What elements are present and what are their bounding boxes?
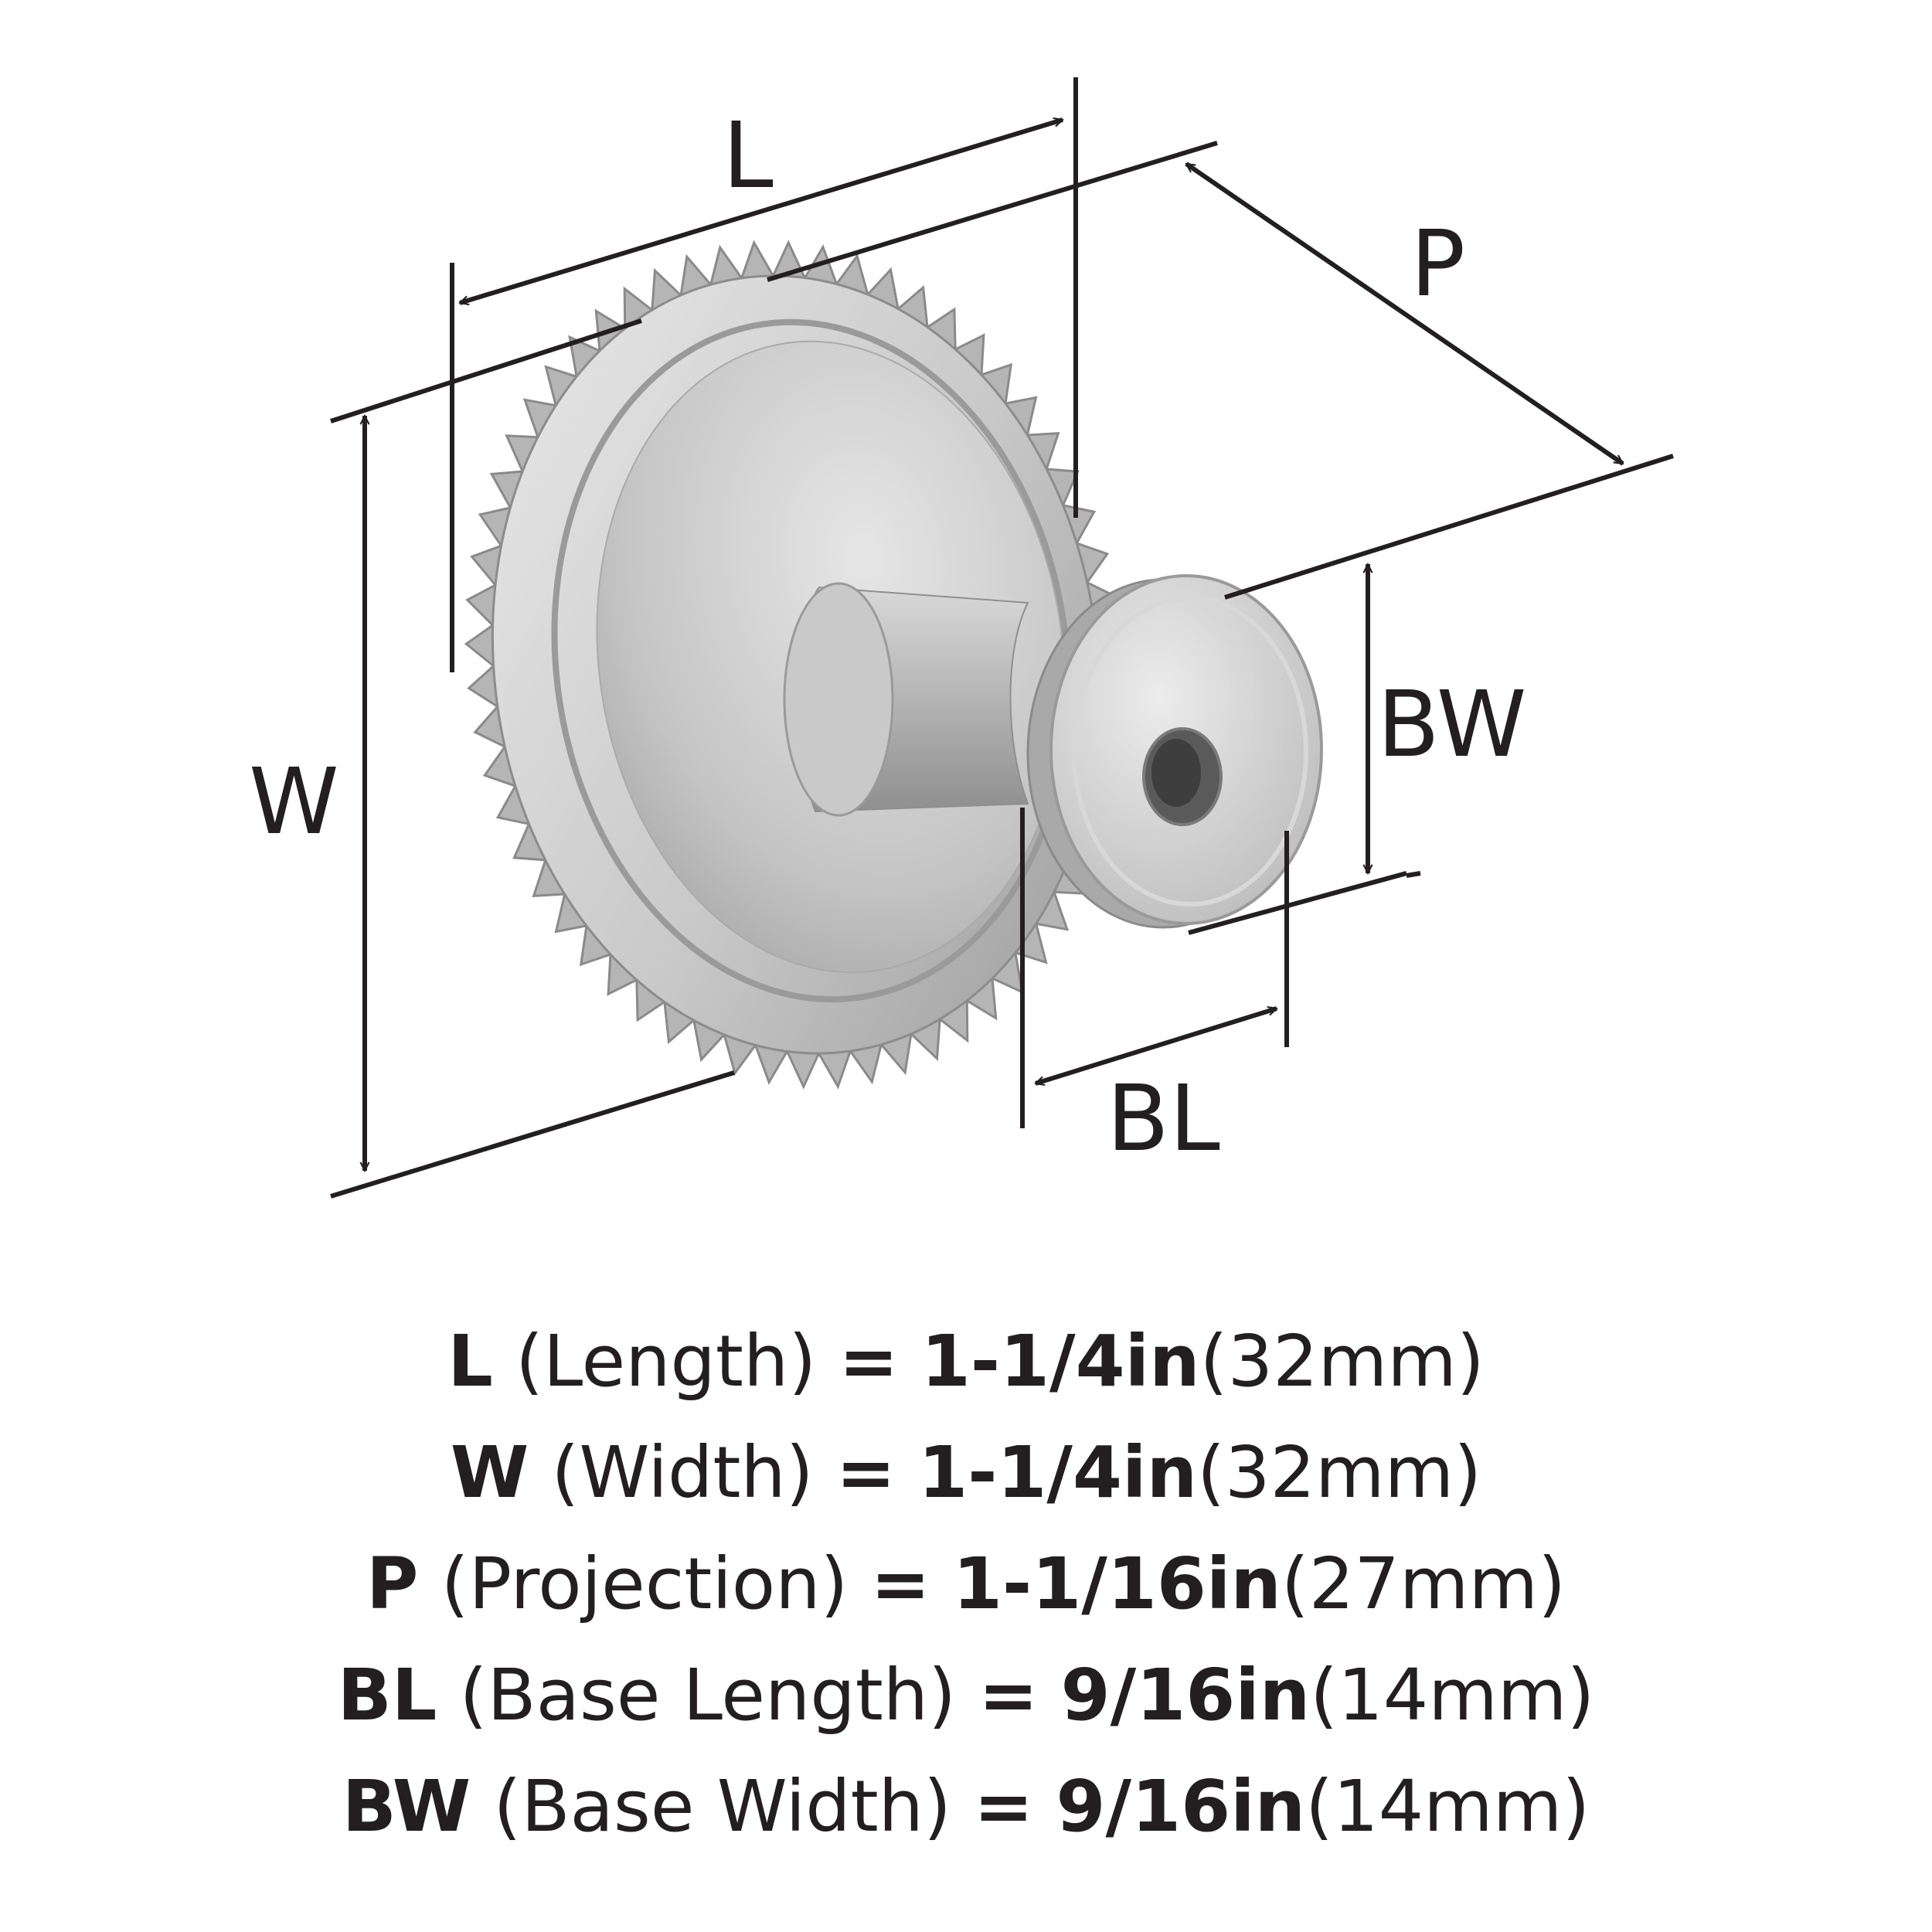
dim-arrow-p [1186,162,1623,466]
dim-arrow-bl [1036,1009,1277,1083]
spec-key: BW [342,1765,471,1848]
spec-imperial: 1-1/4in [918,1431,1198,1514]
spec-name: (Length) [515,1320,817,1403]
dim-label-bw: BW [1377,671,1526,777]
dimension-diagram: L P W BW BL [249,77,1674,1199]
spec-key: P [366,1543,419,1625]
spec-row-projection: P (Projection) = 1-1/16in(27mm) [0,1529,1932,1640]
spec-metric: (14mm) [1310,1654,1595,1736]
dimension-arrows [365,120,1623,1171]
spec-metric: (32mm) [1197,1431,1482,1514]
spec-name: (Width) [551,1431,814,1514]
spec-row-base-width: BW (Base Width) = 9/16in(14mm) [0,1751,1932,1862]
spec-row-width: W (Width) = 1-1/4in(32mm) [0,1417,1932,1529]
rosette-groove [551,318,1072,1003]
spec-equals: = [835,1431,896,1514]
spec-imperial: 9/16in [1060,1654,1311,1736]
dim-label-p: P [1410,210,1465,317]
product-illustration [464,240,1323,1090]
spec-metric: (27mm) [1281,1543,1566,1625]
dim-label-bl: BL [1107,1065,1220,1172]
spec-name: (Base Width) [493,1765,951,1848]
screw-hole-inner [1151,739,1201,807]
dim-arrow-l [460,120,1063,303]
spec-row-length: L (Length) = 1-1/4in(32mm) [0,1306,1932,1417]
spec-imperial: 9/16in [1056,1765,1306,1848]
spec-equals: = [978,1654,1039,1736]
spec-name: (Base Length) [459,1654,956,1736]
spec-key: L [447,1320,493,1403]
spec-equals: = [838,1320,899,1403]
stem-collar [783,582,894,817]
spec-metric: (32mm) [1199,1320,1485,1403]
spec-row-base-length: BL (Base Length) = 9/16in(14mm) [0,1640,1932,1751]
dim-label-l: L [723,102,774,209]
spec-metric: (14mm) [1305,1765,1590,1848]
spec-list: L (Length) = 1-1/4in(32mm) W (Width) = 1… [0,1306,1932,1862]
spec-imperial: 1-1/4in [920,1320,1200,1403]
dim-label-w: W [249,748,339,855]
spec-equals: = [974,1765,1034,1848]
spec-equals: = [870,1543,930,1625]
spec-name: (Projection) [440,1543,849,1625]
spec-key: W [450,1431,529,1514]
dimension-labels: L P W BW BL [249,102,1526,1172]
spec-imperial: 1-1/16in [953,1543,1281,1625]
spec-key: BL [337,1654,437,1736]
end-cap-bevel [1072,596,1308,906]
